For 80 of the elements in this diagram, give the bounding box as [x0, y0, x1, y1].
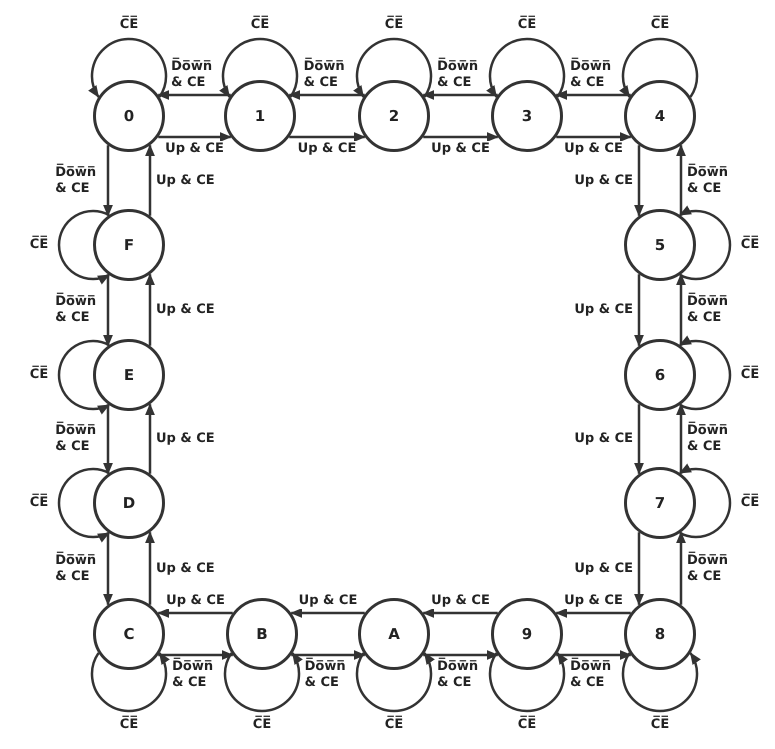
- self-loop-arrow: [486, 38, 566, 98]
- arrow: [145, 531, 155, 605]
- self-loop-arrow: [488, 652, 568, 712]
- edge-label: Up & CE: [430, 141, 491, 157]
- edge-label: Up & CE: [563, 593, 624, 609]
- arrow: [157, 608, 233, 618]
- state-circle: 0: [93, 80, 165, 152]
- arrow: [158, 132, 232, 142]
- edge-label: Up & CE: [296, 141, 358, 157]
- arrow: [422, 90, 498, 100]
- edge-label: Up & CE: [298, 593, 358, 609]
- arrow: [145, 403, 155, 474]
- arrow: [103, 404, 113, 475]
- self-loop-arrow: [90, 652, 170, 712]
- arrow: [676, 403, 686, 474]
- edge-label: Up & CE: [563, 141, 624, 157]
- arrow: [157, 90, 231, 100]
- arrow: [103, 532, 113, 606]
- arrow: [288, 90, 365, 100]
- arrow: [423, 650, 499, 660]
- state-circle: 1: [224, 80, 296, 152]
- arrow: [555, 90, 631, 100]
- state-circle: E: [93, 339, 165, 411]
- arrow: [556, 650, 632, 660]
- state-circle: D: [93, 467, 165, 539]
- state-circle: 6: [624, 339, 696, 411]
- self-loop-arrow: [679, 336, 732, 410]
- self-loop-arrow: [58, 340, 110, 414]
- arrow: [634, 404, 644, 475]
- arrow: [676, 531, 686, 605]
- self-loop-arrow: [58, 210, 110, 284]
- state-circle: F: [93, 209, 165, 281]
- arrow: [145, 144, 155, 216]
- edge-label: Up & CE: [155, 172, 216, 188]
- arrow: [556, 132, 632, 142]
- edge-label: Up & CE: [164, 141, 225, 157]
- self-loop-arrow: [622, 652, 700, 712]
- edge-label: Up & CE: [573, 302, 634, 318]
- arrow: [634, 532, 644, 606]
- arrow: [555, 608, 631, 618]
- edge-label: Up & CE: [573, 560, 634, 576]
- self-loop-arrow: [679, 464, 732, 538]
- state-circle: C: [93, 598, 165, 670]
- edge-label: Up & CE: [573, 431, 634, 447]
- state-circle: 8: [624, 598, 696, 670]
- state-circle: 7: [624, 467, 696, 539]
- state-circle: 4: [624, 80, 696, 152]
- self-loop-arrow: [356, 652, 434, 712]
- arrow: [423, 132, 499, 142]
- arrow: [291, 650, 366, 660]
- arrow: [103, 274, 113, 347]
- state-circle: B: [226, 598, 298, 670]
- self-loop-arrow: [620, 38, 698, 98]
- arrow: [634, 145, 644, 217]
- edge-label: Up & CE: [155, 302, 216, 318]
- arrow: [422, 608, 498, 618]
- state-circle: A: [358, 598, 430, 670]
- edge-label: Up & CE: [573, 172, 634, 188]
- arrow: [103, 145, 113, 217]
- arrow: [289, 132, 366, 142]
- arrow: [634, 274, 644, 347]
- edge-label: Up & CE: [155, 560, 216, 576]
- arrow: [290, 608, 365, 618]
- self-loop-arrow: [354, 38, 432, 98]
- arrow: [676, 144, 686, 216]
- self-loop-arrow: [88, 38, 168, 98]
- state-circle: 5: [624, 209, 696, 281]
- state-circle: 2: [358, 80, 430, 152]
- state-circle: 3: [491, 80, 563, 152]
- edge-label: Up & CE: [165, 593, 226, 609]
- edge-label: Up & CE: [155, 431, 216, 447]
- self-loop-arrow: [679, 206, 732, 280]
- self-loop-arrow: [220, 38, 298, 98]
- self-loop-arrow: [58, 468, 110, 542]
- self-loop-arrow: [224, 652, 302, 712]
- edge-label: Up & CE: [430, 593, 491, 609]
- state-circle: 9: [491, 598, 563, 670]
- arrow: [676, 273, 686, 346]
- arrow: [145, 273, 155, 346]
- arrow: [158, 650, 234, 660]
